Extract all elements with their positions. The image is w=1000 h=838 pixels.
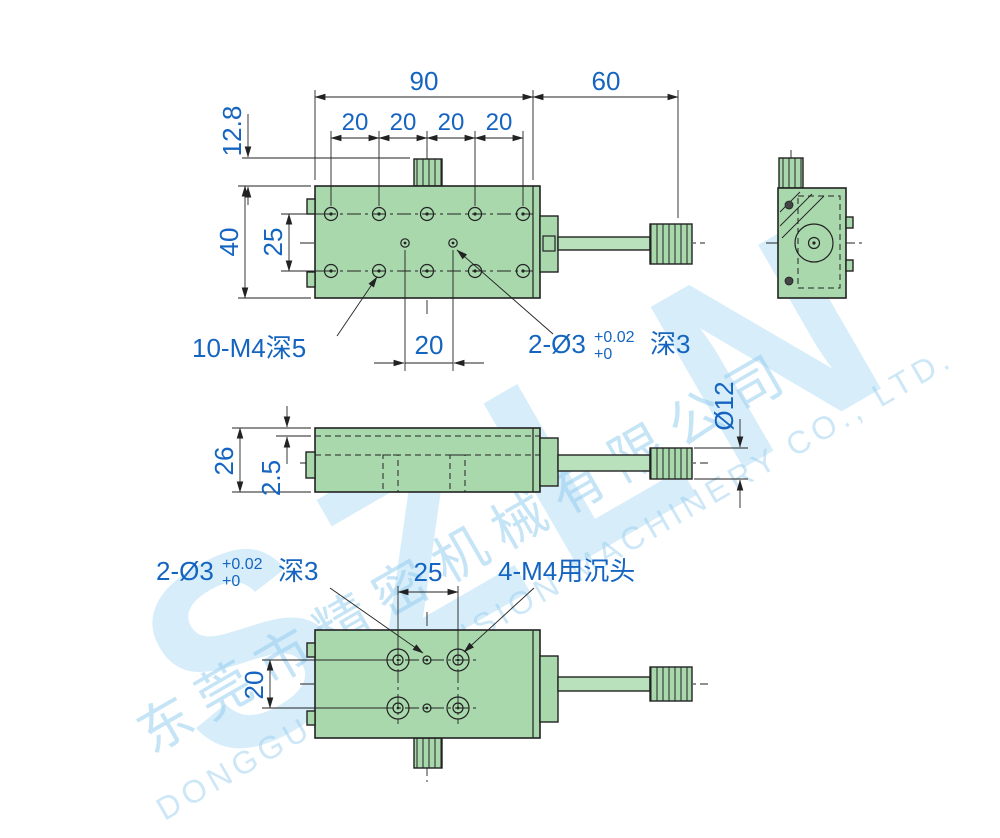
dim-2-5: 2.5 bbox=[256, 406, 311, 496]
end-view-tab-upper bbox=[845, 216, 854, 229]
left-tab-upper bbox=[306, 198, 316, 215]
dim-20-label-2: 20 bbox=[390, 109, 417, 136]
end-view-screw-upper bbox=[784, 200, 794, 210]
bottom-left-tab-upper bbox=[306, 642, 316, 658]
callout-tapped-holes: 10-M4深5 bbox=[192, 276, 378, 363]
bottom-left-tab-lower bbox=[306, 710, 316, 726]
callout-pin-holes-top: 2-Ø3 +0.02 +0 深3 bbox=[456, 249, 690, 363]
bottom-micrometer-knob bbox=[649, 666, 693, 702]
dim-25-label: 25 bbox=[258, 228, 288, 257]
dim-26: 26 bbox=[209, 427, 311, 493]
end-view-hidden-outline bbox=[797, 195, 841, 289]
end-view-screw-lower bbox=[784, 276, 794, 286]
dim-40: 40 bbox=[214, 185, 311, 299]
dim-20-pin-pitch: 20 bbox=[374, 250, 484, 371]
bottom-micrometer-shaft bbox=[557, 676, 651, 692]
stage-body-front bbox=[314, 427, 541, 493]
dim-12-8-label: 12.8 bbox=[217, 106, 247, 157]
dim-20-label-4: 20 bbox=[486, 109, 513, 136]
end-view-clamp-knob bbox=[778, 157, 804, 189]
front-hidden-slot-left bbox=[382, 454, 399, 493]
pin-holes-suffix: 深3 bbox=[650, 329, 690, 359]
tapped-holes-label: 10-M4深5 bbox=[192, 333, 306, 363]
bottom-clamp-knob bbox=[413, 737, 443, 769]
counterbore-holes bbox=[386, 648, 470, 720]
top-view: 90 60 20 20 20 20 12. bbox=[192, 66, 705, 371]
pin-holes-bottom-prefix: 2-Ø3 bbox=[156, 556, 214, 586]
counterbore-label: 4-M4用沉头 bbox=[498, 556, 635, 586]
end-view-tab-lower bbox=[845, 259, 854, 272]
dim-60-label: 60 bbox=[592, 66, 621, 96]
bottom-drive-block bbox=[539, 655, 559, 723]
left-tab-lower bbox=[306, 271, 316, 288]
pin-holes-prefix: 2-Ø3 bbox=[528, 329, 586, 359]
front-view: 26 2.5 Ø12 bbox=[209, 381, 748, 508]
dim-20-counterbores: 20 bbox=[239, 659, 386, 709]
dim-90: 90 bbox=[314, 66, 534, 180]
dim-knob-diameter: Ø12 bbox=[694, 381, 748, 508]
drive-block-detail bbox=[542, 235, 556, 252]
dim-2-5-label: 2.5 bbox=[256, 460, 286, 496]
dim-26-label: 26 bbox=[209, 447, 239, 476]
front-micrometer-knob bbox=[649, 447, 693, 480]
end-view-bore-circle bbox=[794, 223, 834, 263]
dim-60: 60 bbox=[532, 66, 679, 218]
dim-25-counterbores: 25 bbox=[397, 557, 459, 644]
callout-counterbores: 4-M4用沉头 bbox=[463, 556, 635, 653]
callout-pin-holes-bottom: 2-Ø3 +0.02 +0 深3 bbox=[156, 556, 424, 654]
dim-20-pin-label: 20 bbox=[415, 330, 444, 360]
dim-20-label-1: 20 bbox=[342, 109, 369, 136]
pin-holes-bottom-suffix: 深3 bbox=[278, 556, 318, 586]
m4-tapped-holes bbox=[323, 206, 531, 279]
front-hidden-slot-right bbox=[449, 454, 466, 493]
dim-40-label: 40 bbox=[214, 228, 244, 257]
pin-holes-tol-upper: +0.02 bbox=[594, 329, 635, 346]
end-view bbox=[766, 150, 862, 299]
micrometer-knob bbox=[649, 223, 693, 265]
pin-holes-tol-lower: +0 bbox=[594, 346, 612, 363]
bottom-view: 25 20 2-Ø3 +0.02 +0 深3 4-M4用沉头 bbox=[156, 556, 708, 782]
top-clamp-knob bbox=[413, 158, 443, 187]
dim-12-8: 12.8 bbox=[217, 106, 410, 205]
locating-pin-holes-top bbox=[400, 238, 458, 248]
dim-d12-label: Ø12 bbox=[709, 381, 739, 430]
locating-pin-holes-bottom bbox=[422, 655, 432, 713]
dim-20-cb-label: 20 bbox=[239, 671, 269, 700]
front-micrometer-shaft bbox=[557, 454, 651, 472]
dim-hole-pitch-chain: 20 20 20 20 bbox=[330, 109, 524, 206]
dim-90-label: 90 bbox=[410, 66, 439, 96]
front-left-tab bbox=[305, 451, 316, 479]
stage-body-top bbox=[314, 185, 541, 299]
stage-body-bottom bbox=[314, 629, 541, 739]
dim-20-label-3: 20 bbox=[438, 109, 465, 136]
micrometer-shaft bbox=[557, 236, 651, 251]
pin-holes-bottom-tol-upper: +0.02 bbox=[222, 556, 263, 573]
dim-25-cb-label: 25 bbox=[414, 557, 443, 587]
front-drive-block bbox=[539, 437, 559, 487]
end-view-bore-inner bbox=[807, 236, 821, 250]
dim-25-rows: 25 bbox=[258, 213, 324, 272]
pin-holes-bottom-tol-lower: +0 bbox=[222, 573, 240, 590]
